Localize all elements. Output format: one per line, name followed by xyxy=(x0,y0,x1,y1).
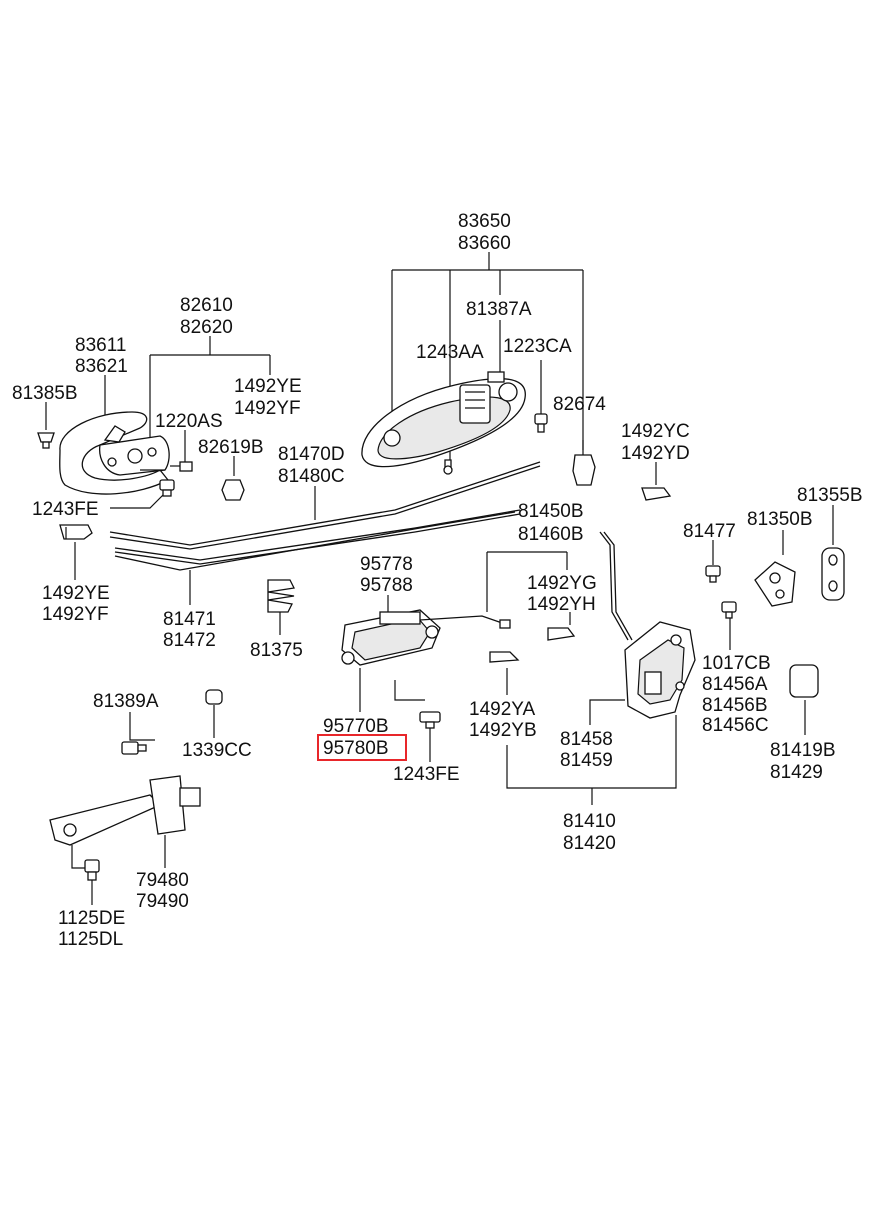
label-83621: 83621 xyxy=(75,356,128,377)
label-81456B: 81456B xyxy=(702,695,768,716)
label-1492YF-b: 1492YF xyxy=(42,604,109,625)
label-81456A: 81456A xyxy=(702,674,768,695)
screw-1017CB xyxy=(721,601,737,619)
label-1125DE: 1125DE xyxy=(58,908,125,929)
shim-81355B xyxy=(821,547,845,601)
label-83611: 83611 xyxy=(75,335,126,356)
label-1125DL: 1125DL xyxy=(58,929,123,950)
label-81477: 81477 xyxy=(683,521,736,542)
label-1017CB: 1017CB xyxy=(702,653,771,674)
rods xyxy=(109,461,633,641)
label-81350B: 81350B xyxy=(747,509,813,530)
label-82610: 82610 xyxy=(180,295,233,316)
screw-1243FE-a xyxy=(159,479,175,497)
label-82619B: 82619B xyxy=(198,437,264,458)
label-1339CC: 1339CC xyxy=(182,740,252,761)
label-82620: 82620 xyxy=(180,317,233,338)
label-81456C: 81456C xyxy=(702,715,769,736)
part-labels: 83650 83660 81387A 82610 82620 83611 836… xyxy=(12,211,863,950)
label-1492YA: 1492YA xyxy=(469,699,536,720)
label-81355B: 81355B xyxy=(797,485,863,506)
label-95780B: 95780B xyxy=(323,738,389,759)
label-1492YB: 1492YB xyxy=(469,720,537,741)
nut-1339CC xyxy=(205,689,223,705)
label-81419B: 81419B xyxy=(770,740,836,761)
outside-handle-82610 xyxy=(59,411,170,495)
leader-lines xyxy=(45,252,834,905)
label-81389A: 81389A xyxy=(93,691,159,712)
clip-1492YE-a xyxy=(59,524,93,540)
striker-81350B xyxy=(754,561,796,607)
actuator-95770B xyxy=(341,609,511,666)
label-95778: 95778 xyxy=(360,554,413,575)
outside-handle-83650 xyxy=(361,371,526,475)
label-1492YC: 1492YC xyxy=(621,421,690,442)
label-81420: 81420 xyxy=(563,833,616,854)
clip-81385B xyxy=(37,432,55,449)
label-1243FE-a: 1243FE xyxy=(32,499,99,520)
label-81410: 81410 xyxy=(563,811,616,832)
label-83660: 83660 xyxy=(458,233,511,254)
label-81471: 81471 xyxy=(163,609,216,630)
checker-79480 xyxy=(49,775,201,846)
label-95770B: 95770B xyxy=(323,716,389,737)
latch-81410 xyxy=(624,621,696,719)
label-83650: 83650 xyxy=(458,211,511,232)
label-81472: 81472 xyxy=(163,630,216,651)
cover-81419B xyxy=(789,664,819,698)
cap-82619B xyxy=(221,479,245,501)
spring-81375 xyxy=(267,579,295,613)
label-1243FE-b: 1243FE xyxy=(393,764,460,785)
label-1492YD: 1492YD xyxy=(621,443,690,464)
label-81459: 81459 xyxy=(560,750,613,771)
label-1492YF-a: 1492YF xyxy=(234,398,301,419)
label-81375: 81375 xyxy=(250,640,303,661)
clip-1492YC xyxy=(641,487,672,501)
label-1492YG: 1492YG xyxy=(527,573,597,594)
bolt-81389A xyxy=(121,741,147,755)
label-95788: 95788 xyxy=(360,575,413,596)
screw-1223CA xyxy=(534,413,548,433)
label-1223CA: 1223CA xyxy=(503,336,572,357)
label-81385B: 81385B xyxy=(12,383,78,404)
bolt-1243FE-b xyxy=(419,711,441,729)
label-1243AA: 1243AA xyxy=(416,342,484,363)
clip-1492YG xyxy=(547,627,576,641)
clip-82674 xyxy=(572,440,596,486)
label-82674: 82674 xyxy=(553,394,606,415)
label-1492YH: 1492YH xyxy=(527,594,596,615)
screw-1220AS xyxy=(170,461,193,472)
label-1220AS: 1220AS xyxy=(155,411,223,432)
label-81387A: 81387A xyxy=(466,299,532,320)
bolt-1125DE xyxy=(84,859,100,881)
screw-81477 xyxy=(705,565,721,583)
label-81429: 81429 xyxy=(770,762,823,783)
label-1492YE-a: 1492YE xyxy=(234,376,302,397)
label-81470D: 81470D xyxy=(278,444,345,465)
label-81460B: 81460B xyxy=(518,524,584,545)
clip-1492YA xyxy=(489,651,520,663)
label-79490: 79490 xyxy=(136,891,189,912)
label-81480C: 81480C xyxy=(278,466,345,487)
highlight-box-95780B xyxy=(317,734,407,761)
label-1492YE-b: 1492YE xyxy=(42,583,110,604)
label-81450B: 81450B xyxy=(518,501,584,522)
label-81458: 81458 xyxy=(560,729,613,750)
label-79480: 79480 xyxy=(136,870,189,891)
